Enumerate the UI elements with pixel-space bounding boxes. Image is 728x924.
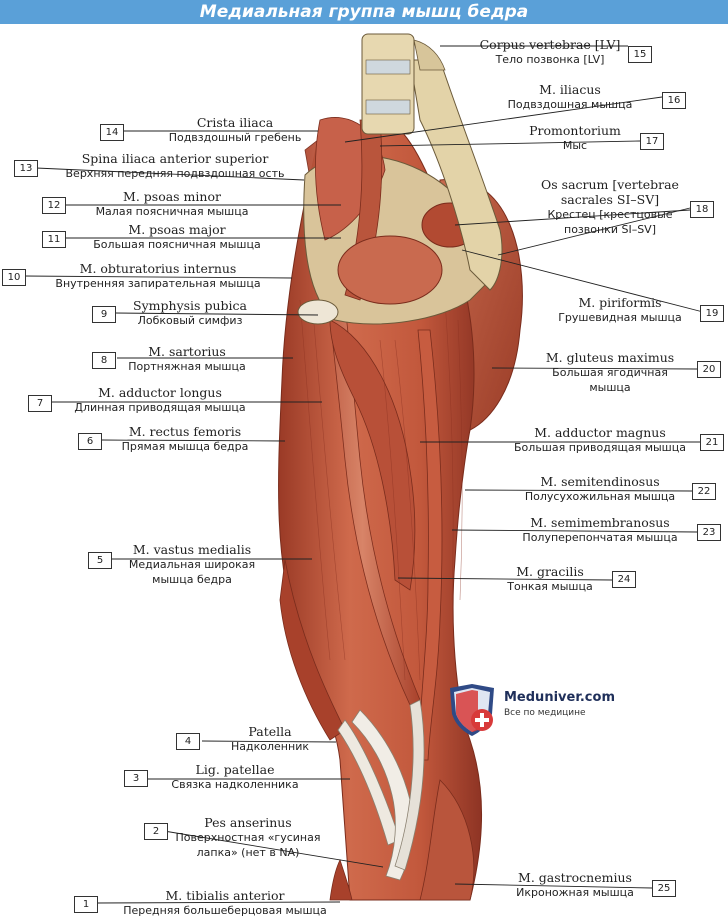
label-number-13: 13	[14, 160, 38, 177]
label-number-1: 1	[74, 896, 98, 913]
label-number-23: 23	[697, 524, 721, 541]
label-number-9: 9	[92, 306, 116, 323]
label-number-4: 4	[176, 733, 200, 750]
anatomy-figure: Meduniver.com Все по медицине 14 Crista …	[0, 24, 728, 924]
label-number-15: 15	[628, 46, 652, 63]
label-number-14: 14	[100, 124, 124, 141]
label-number-24: 24	[612, 571, 636, 588]
brand-tagline: Все по медицине	[504, 708, 586, 718]
label-number-5: 5	[88, 552, 112, 569]
shield-icon	[450, 684, 494, 736]
thigh-muscles-illustration	[278, 33, 523, 901]
label-number-22: 22	[692, 483, 716, 500]
label-number-16: 16	[662, 92, 686, 109]
label-number-25: 25	[652, 880, 676, 897]
label-number-20: 20	[697, 361, 721, 378]
page-title: Медиальная группа мышц бедра	[0, 0, 728, 24]
label-number-8: 8	[92, 352, 116, 369]
label-number-11: 11	[42, 231, 66, 248]
label-number-12: 12	[42, 197, 66, 214]
label-number-2: 2	[144, 823, 168, 840]
label-number-18: 18	[690, 201, 714, 218]
label-number-7: 7	[28, 395, 52, 412]
label-number-6: 6	[78, 433, 102, 450]
leader-lines	[23, 45, 708, 904]
label-number-17: 17	[640, 133, 664, 150]
label-number-10: 10	[2, 269, 26, 286]
label-number-21: 21	[700, 434, 724, 451]
brand-name: Meduniver.com	[504, 690, 615, 705]
label-number-19: 19	[700, 305, 724, 322]
label-15: Corpus vertebrae [LV]Тело позвонка [LV]	[479, 37, 621, 66]
label-number-3: 3	[124, 770, 148, 787]
meduniver-logo: Meduniver.com Все по медицине	[444, 684, 615, 736]
